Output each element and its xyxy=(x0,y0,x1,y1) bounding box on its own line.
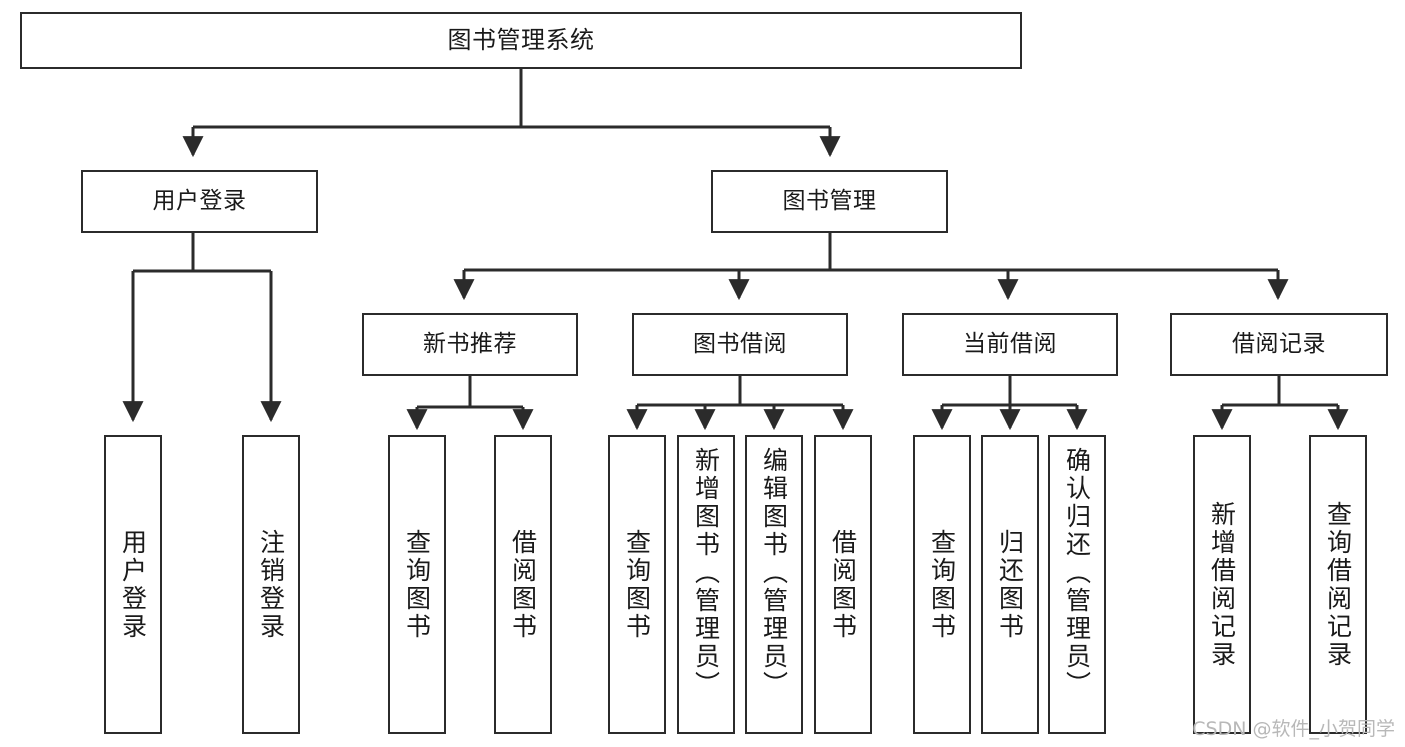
node-leaf-confirm-return[interactable]: 确认归还（管理员） xyxy=(1048,435,1106,734)
node-leaf-borrow-book-2-label: 借阅图书 xyxy=(828,528,858,641)
node-leaf-return-book-label: 归还图书 xyxy=(995,528,1025,641)
node-leaf-query-book-3-label: 查询图书 xyxy=(927,528,957,641)
node-root-label: 图书管理系统 xyxy=(447,26,595,55)
node-borrow-record-label: 借阅记录 xyxy=(1232,330,1326,357)
node-leaf-add-record-label: 新增借阅记录 xyxy=(1207,500,1237,669)
node-leaf-logout-label: 注销登录 xyxy=(256,528,286,641)
node-book-manage-label: 图书管理 xyxy=(782,187,877,214)
node-leaf-edit-book[interactable]: 编辑图书（管理员） xyxy=(745,435,803,734)
node-current-borrow-label: 当前借阅 xyxy=(963,330,1057,357)
node-leaf-return-book[interactable]: 归还图书 xyxy=(981,435,1039,734)
node-leaf-borrow-book-1[interactable]: 借阅图书 xyxy=(494,435,552,734)
node-leaf-query-book-3[interactable]: 查询图书 xyxy=(913,435,971,734)
node-book-manage[interactable]: 图书管理 xyxy=(711,170,948,233)
node-new-book-rec-label: 新书推荐 xyxy=(423,330,517,357)
node-leaf-add-book[interactable]: 新增图书（管理员） xyxy=(677,435,735,734)
node-leaf-add-book-label: 新增图书（管理员） xyxy=(691,447,721,699)
node-current-borrow[interactable]: 当前借阅 xyxy=(902,313,1118,376)
node-user-login-label: 用户登录 xyxy=(152,187,247,214)
node-leaf-query-book-2[interactable]: 查询图书 xyxy=(608,435,666,734)
node-book-borrow[interactable]: 图书借阅 xyxy=(632,313,848,376)
watermark: CSDN @软件_小贺同学 xyxy=(1192,718,1395,740)
node-leaf-query-record-label: 查询借阅记录 xyxy=(1323,500,1353,669)
node-leaf-query-book-1-label: 查询图书 xyxy=(402,528,432,641)
node-borrow-record[interactable]: 借阅记录 xyxy=(1170,313,1388,376)
node-leaf-query-record[interactable]: 查询借阅记录 xyxy=(1309,435,1367,734)
node-leaf-query-book-2-label: 查询图书 xyxy=(622,528,652,641)
node-new-book-rec[interactable]: 新书推荐 xyxy=(362,313,578,376)
node-leaf-user-login-label: 用户登录 xyxy=(118,528,148,641)
node-book-borrow-label: 图书借阅 xyxy=(693,330,787,357)
node-leaf-query-book-1[interactable]: 查询图书 xyxy=(388,435,446,734)
node-leaf-user-login[interactable]: 用户登录 xyxy=(104,435,162,734)
node-user-login[interactable]: 用户登录 xyxy=(81,170,318,233)
node-leaf-borrow-book-2[interactable]: 借阅图书 xyxy=(814,435,872,734)
node-leaf-add-record[interactable]: 新增借阅记录 xyxy=(1193,435,1251,734)
node-leaf-borrow-book-1-label: 借阅图书 xyxy=(508,528,538,641)
node-root[interactable]: 图书管理系统 xyxy=(20,12,1022,69)
node-leaf-confirm-return-label: 确认归还（管理员） xyxy=(1062,447,1092,699)
node-leaf-edit-book-label: 编辑图书（管理员） xyxy=(759,447,789,699)
node-leaf-logout[interactable]: 注销登录 xyxy=(242,435,300,734)
